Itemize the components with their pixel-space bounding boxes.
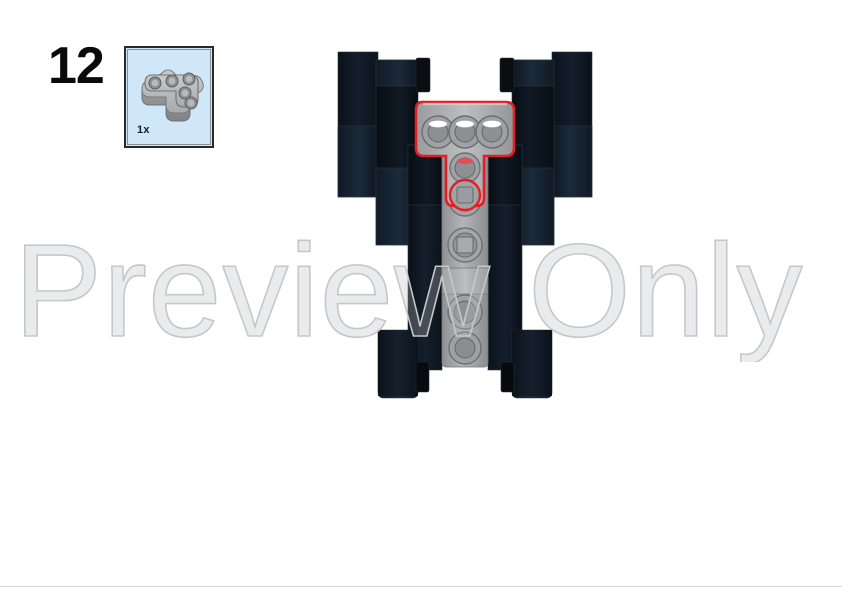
highlighted-new-part [414, 100, 516, 212]
parts-callout-inner: 1x [127, 49, 211, 145]
model-illustration [337, 51, 593, 399]
step-number: 12 [48, 37, 105, 95]
technic-t-beam-part-icon [141, 69, 204, 122]
part-quantity-label: 1x [137, 124, 150, 136]
left-beam-group [337, 51, 443, 399]
page-bottom-rule [0, 586, 842, 587]
parts-callout-box: 1x [124, 46, 214, 148]
